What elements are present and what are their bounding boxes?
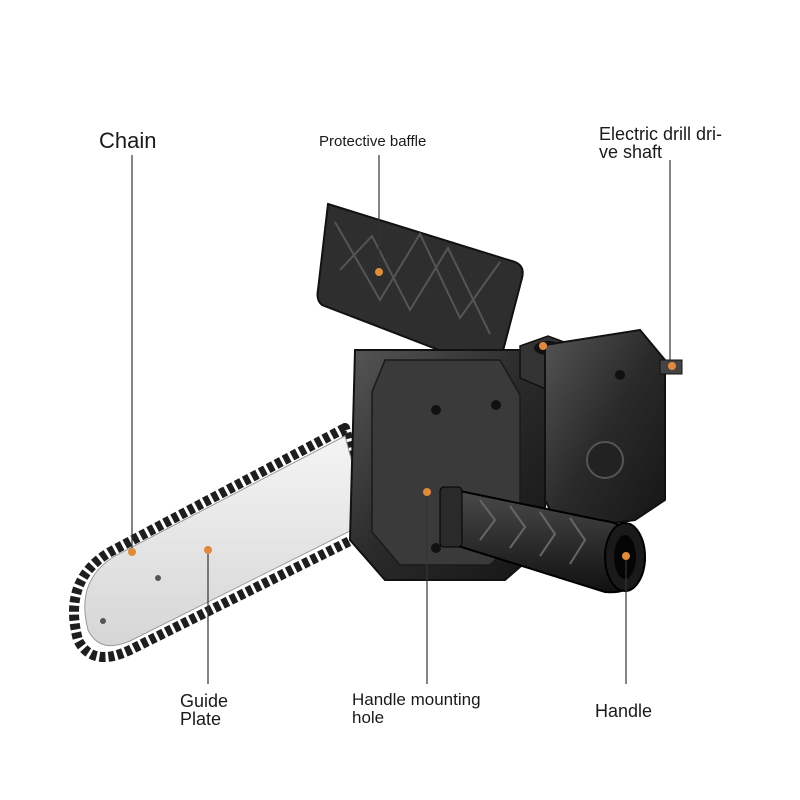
label-guide-plate-line1: Guide: [180, 691, 229, 711]
label-mounting-hole: Handle mounting hole: [352, 691, 481, 727]
label-drive-shaft-line1: Electric drill dri-: [599, 124, 723, 144]
marker-chain: [128, 548, 136, 556]
marker-nut: [539, 342, 547, 350]
marker-baffle: [375, 268, 383, 276]
handle-grip: [454, 488, 647, 594]
label-drive-shaft-line2: ve shaft: [599, 142, 663, 162]
label-chain: Chain: [99, 128, 157, 153]
label-mounting-hole-line1: Handle mounting: [352, 690, 481, 709]
label-mounting-hole-line2: hole: [352, 708, 385, 727]
protective-baffle: [316, 202, 524, 372]
chain: [69, 423, 377, 662]
gearbox-body: [348, 349, 546, 581]
label-handle: Handle: [595, 701, 653, 721]
label-guide-plate: Guide Plate: [180, 692, 228, 728]
guide-plate: [84, 435, 369, 647]
marker-drive: [668, 362, 676, 370]
hex-nut: [519, 335, 576, 391]
label-drive-shaft: Electric drill dri- ve shaft: [599, 125, 722, 161]
marker-hole: [423, 488, 431, 496]
drive-housing: [544, 328, 666, 532]
label-protective-baffle: Protective baffle: [319, 133, 427, 150]
marker-guide: [204, 546, 212, 554]
label-guide-plate-line2: Plate: [180, 709, 222, 729]
marker-handle: [622, 552, 630, 560]
